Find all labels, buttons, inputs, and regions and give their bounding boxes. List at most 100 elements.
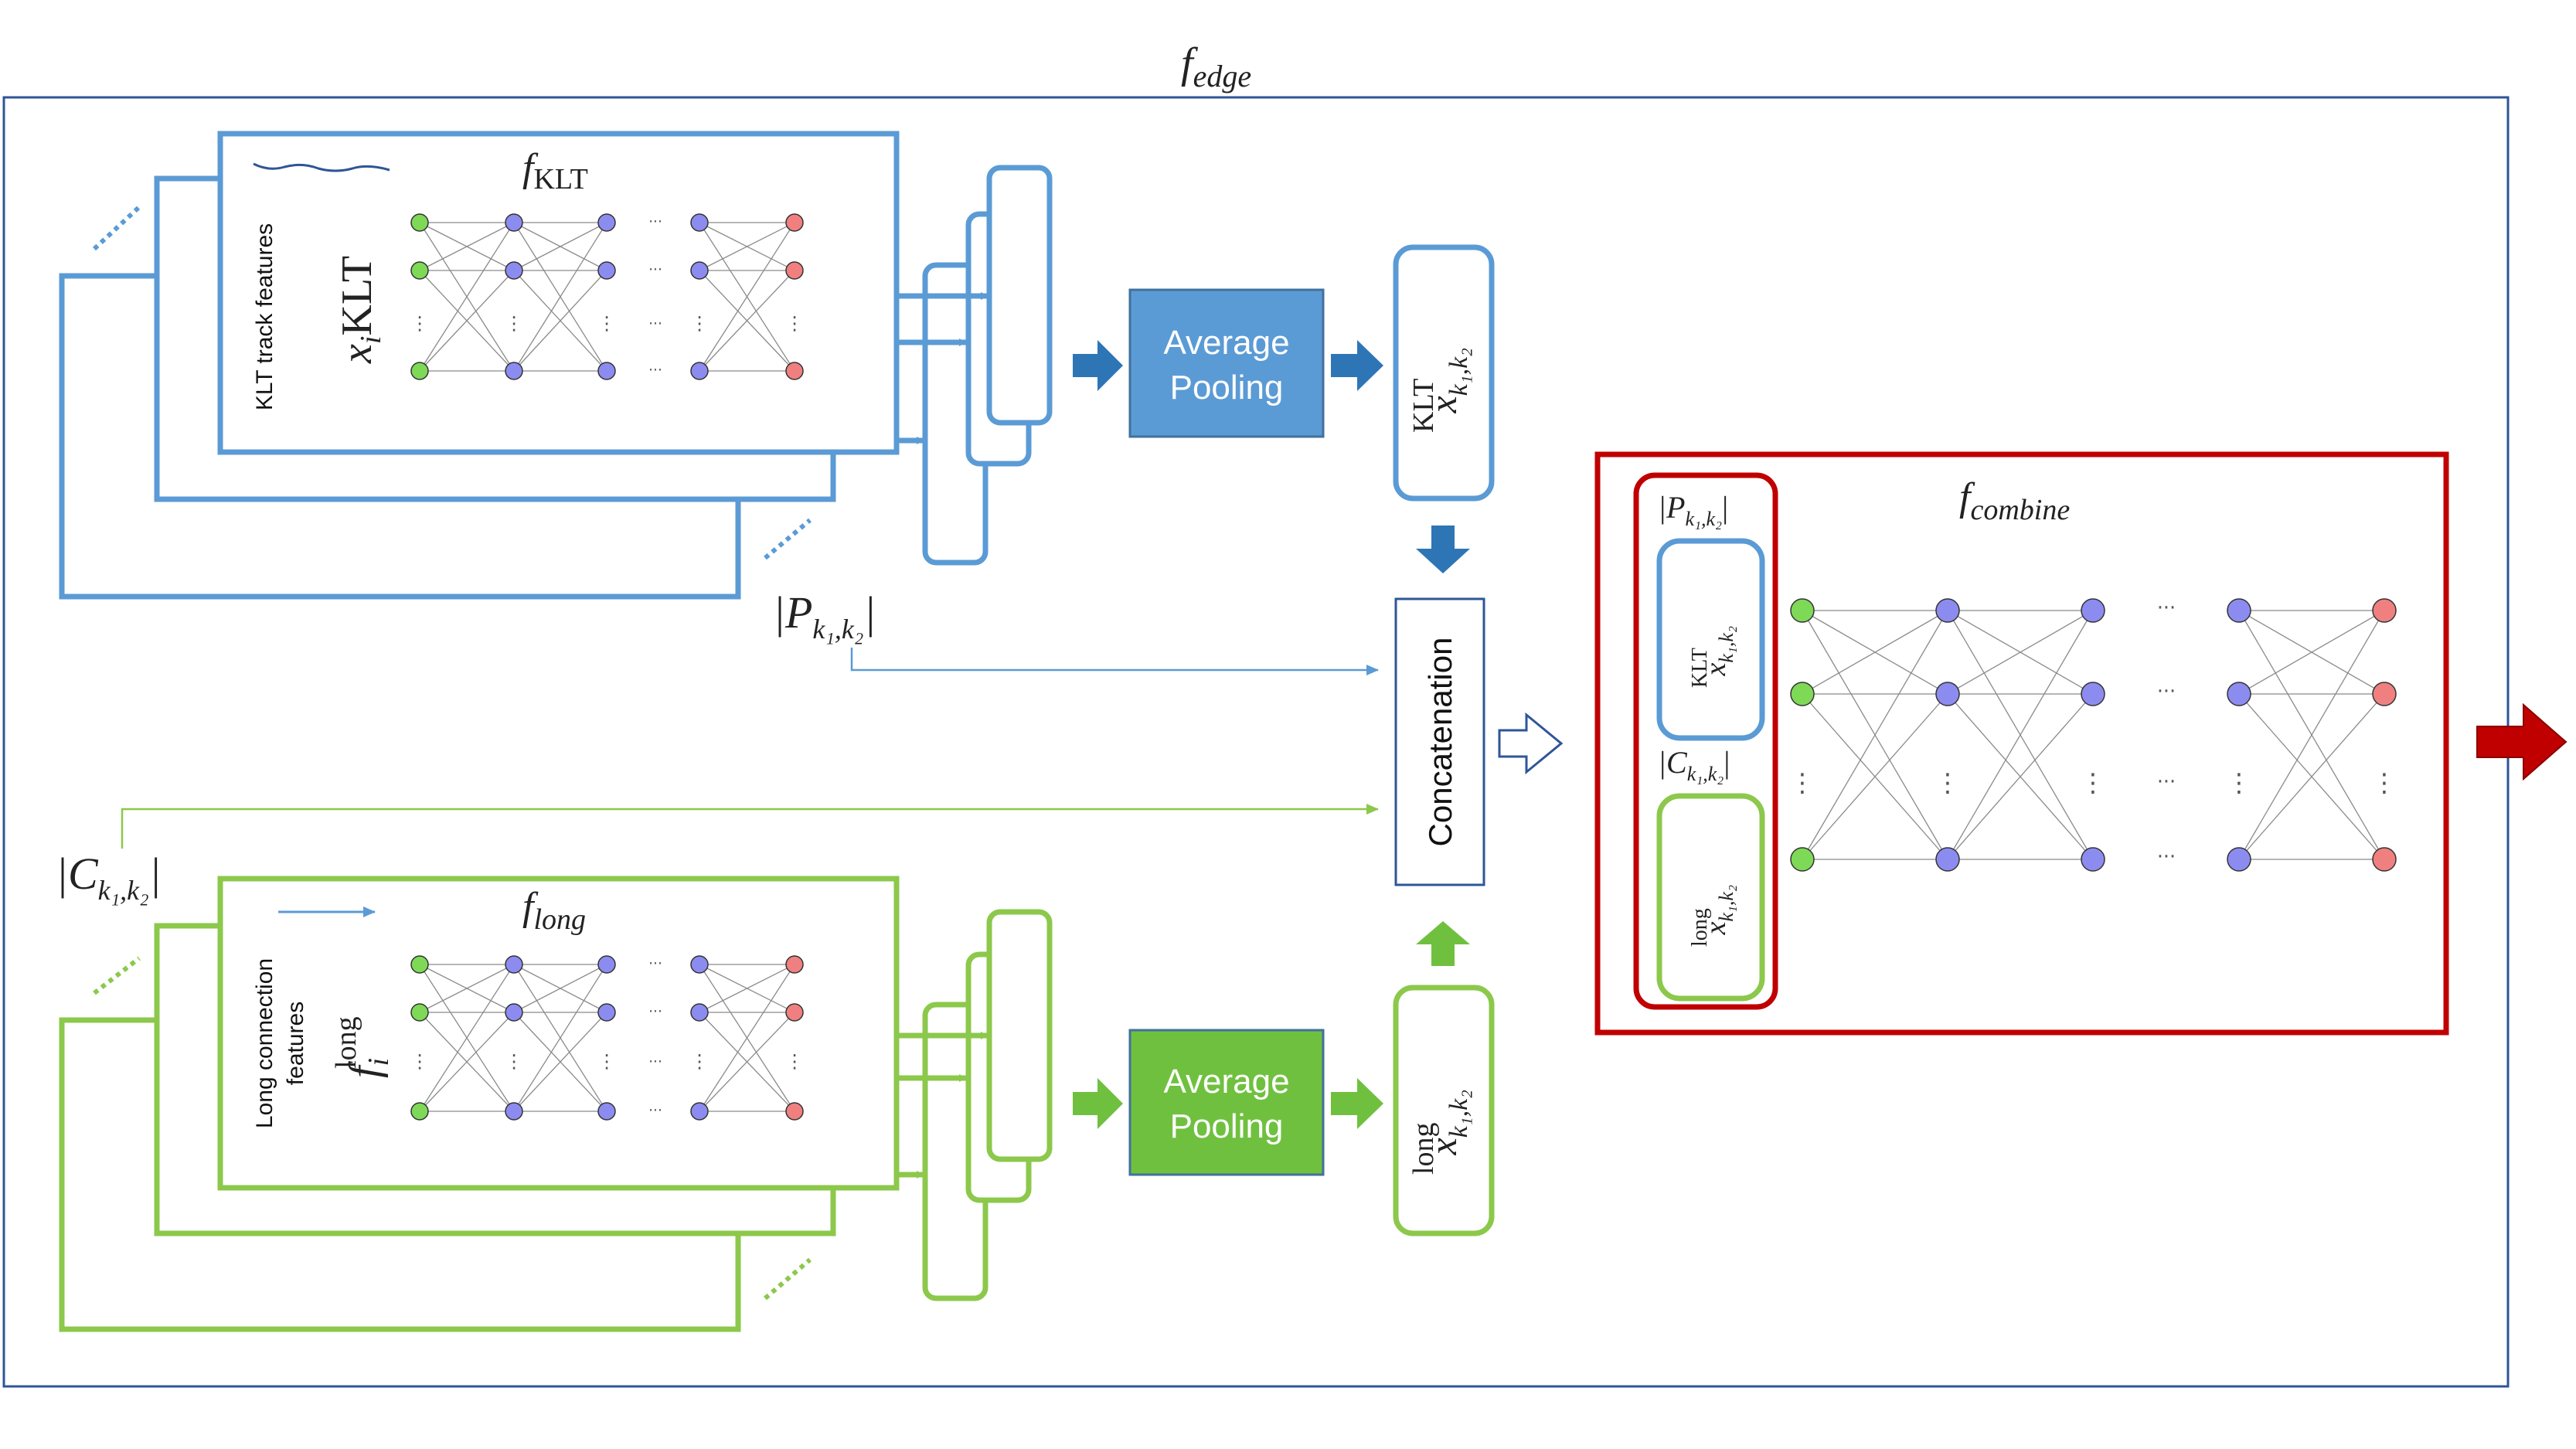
edge-title-sub: edge bbox=[1193, 59, 1252, 94]
klt-mlp-ellipsis: ··· bbox=[648, 262, 662, 278]
combine-mlp-node bbox=[1935, 682, 1960, 706]
combine-long-box bbox=[1656, 793, 1765, 1002]
combine-mlp-vdots: ⋮ bbox=[2372, 767, 2397, 798]
combine-mlp-edge bbox=[1802, 610, 1948, 860]
combine-mlp-node bbox=[2372, 598, 2397, 623]
combine-mlp-edge bbox=[1802, 693, 1948, 860]
long-mlp-edge bbox=[513, 964, 607, 1013]
long-count-label: |Ck₁,k₂| bbox=[56, 849, 162, 906]
long-mlp-ellipsis: ··· bbox=[648, 1004, 662, 1020]
klt-pooling-label-1: Average bbox=[1163, 324, 1289, 362]
combine-mlp-node bbox=[1935, 598, 1960, 623]
klt-mlp-vdots: ⋮ bbox=[785, 313, 804, 335]
klt-mlp-node bbox=[785, 261, 804, 280]
klt-pooling-label-2: Pooling bbox=[1170, 369, 1284, 406]
klt-mlp-edge bbox=[419, 222, 515, 271]
long-dots-top bbox=[93, 956, 141, 995]
long-branch: flong Long connection features filong ⋮⋮… bbox=[56, 804, 1495, 1332]
long-pooling-label-1: Average bbox=[1163, 1063, 1289, 1100]
klt-mlp-node bbox=[690, 362, 709, 380]
combine-mlp-vdots: ⋮ bbox=[2227, 767, 2252, 798]
long-mlp-node bbox=[410, 1102, 429, 1121]
long-mlp-vdots: ⋮ bbox=[410, 1051, 429, 1073]
klt-mlp-edge bbox=[419, 222, 515, 372]
combine-mlp-ellipsis: ··· bbox=[2157, 597, 2176, 620]
klt-mlp-node bbox=[410, 261, 429, 280]
long-mlp: ⋮⋮⋮············⋮⋮ bbox=[410, 955, 804, 1121]
long-mlp-edge bbox=[513, 964, 607, 1112]
long-mlp-edge bbox=[699, 1012, 795, 1112]
klt-mlp-vdots: ⋮ bbox=[690, 313, 709, 335]
klt-mlp-node bbox=[785, 362, 804, 380]
klt-mlp-node bbox=[505, 261, 523, 280]
long-mlp-vdots: ⋮ bbox=[597, 1051, 616, 1073]
long-mlp-node bbox=[597, 1102, 616, 1121]
long-dots-bottom bbox=[764, 1257, 812, 1301]
long-mlp-edge bbox=[699, 964, 795, 1112]
combine-block: fcombine |Pk₁,k₂| xk₁,k₂KLT |Ck₁,k₂| xk₁… bbox=[1594, 451, 2449, 1036]
klt-down-arrow bbox=[1416, 526, 1470, 573]
combine-mlp-edge bbox=[1947, 693, 2094, 860]
klt-mlp-vdots: ⋮ bbox=[410, 313, 429, 335]
klt-mlp-node bbox=[410, 213, 429, 232]
long-mlp-node bbox=[410, 1003, 429, 1022]
concatenation-label: Concatenation bbox=[1422, 638, 1458, 847]
klt-mlp-node bbox=[505, 362, 523, 380]
long-pooled-var: xk₁,k₂long bbox=[1407, 1090, 1473, 1175]
long-mlp-node bbox=[505, 1102, 523, 1121]
combine-mlp-node bbox=[2081, 847, 2105, 872]
klt-pooling-box bbox=[1128, 288, 1325, 438]
long-side-label-1: Long connection bbox=[252, 958, 277, 1128]
long-mlp-edge bbox=[419, 964, 515, 1112]
klt-pooled-box bbox=[1393, 244, 1495, 502]
combine-mlp-node bbox=[2227, 682, 2251, 706]
combine-mlp-node bbox=[2227, 598, 2251, 623]
klt-mlp-node bbox=[597, 213, 616, 232]
long-mlp-node bbox=[597, 955, 616, 974]
long-mlp-node bbox=[785, 1102, 804, 1121]
long-mlp-node bbox=[785, 1003, 804, 1022]
combine-mlp-vdots: ⋮ bbox=[2081, 767, 2106, 798]
combine-p-label: |Pk₁,k₂| bbox=[1658, 490, 1728, 530]
klt-mlp-node bbox=[785, 213, 804, 232]
klt-mlp-edge bbox=[699, 222, 795, 271]
klt-mlp-ellipsis: ··· bbox=[648, 214, 662, 230]
klt-mlp-vdots: ⋮ bbox=[505, 313, 523, 335]
long-mlp-node bbox=[690, 955, 709, 974]
combine-mlp-edge bbox=[2238, 610, 2385, 860]
klt-net-title: fKLT bbox=[522, 146, 588, 196]
long-mlp-node bbox=[505, 955, 523, 974]
klt-mlp-ellipsis: ··· bbox=[648, 362, 662, 379]
concatenation-box bbox=[1394, 597, 1485, 886]
combine-mlp-ellipsis: ··· bbox=[2157, 770, 2176, 794]
long-mlp-ellipsis: ··· bbox=[648, 1103, 662, 1119]
long-mlp-vdots: ⋮ bbox=[785, 1051, 804, 1073]
klt-block-arrow-1 bbox=[1073, 340, 1123, 391]
combine-mlp-edge bbox=[2238, 610, 2385, 695]
output-arrow bbox=[2476, 702, 2567, 781]
long-count-arrow bbox=[121, 804, 1379, 849]
combine-mlp-node bbox=[1790, 847, 1815, 872]
klt-mlp-edge bbox=[513, 222, 607, 372]
klt-mlp-edge bbox=[513, 222, 607, 271]
klt-dots-top bbox=[92, 205, 141, 251]
long-pooled-box bbox=[1393, 985, 1495, 1236]
combine-mlp-ellipsis: ··· bbox=[2157, 680, 2176, 703]
klt-count-label: |Pk₁,k₂| bbox=[773, 587, 876, 645]
long-mlp-edge bbox=[419, 1012, 515, 1112]
klt-mlp-edge bbox=[513, 270, 607, 372]
long-up-arrow bbox=[1416, 921, 1470, 966]
long-mlp-node bbox=[505, 1003, 523, 1022]
combine-mlp-vdots: ⋮ bbox=[1935, 767, 1961, 798]
klt-mlp-node bbox=[597, 362, 616, 380]
long-feature-box-front bbox=[986, 909, 1053, 1162]
combine-mlp: ⋮⋮⋮············⋮⋮ bbox=[1790, 597, 2397, 872]
svg-text:fedge: fedge bbox=[1181, 39, 1251, 94]
combine-mlp-node bbox=[2372, 682, 2397, 706]
klt-mlp-node bbox=[597, 261, 616, 280]
long-mlp-edge bbox=[419, 964, 515, 1013]
long-stack-front bbox=[217, 876, 900, 1191]
concat-output-arrow bbox=[1498, 712, 1564, 775]
long-pooling-box bbox=[1128, 1029, 1325, 1176]
combine-mlp-edge bbox=[1802, 610, 1948, 695]
